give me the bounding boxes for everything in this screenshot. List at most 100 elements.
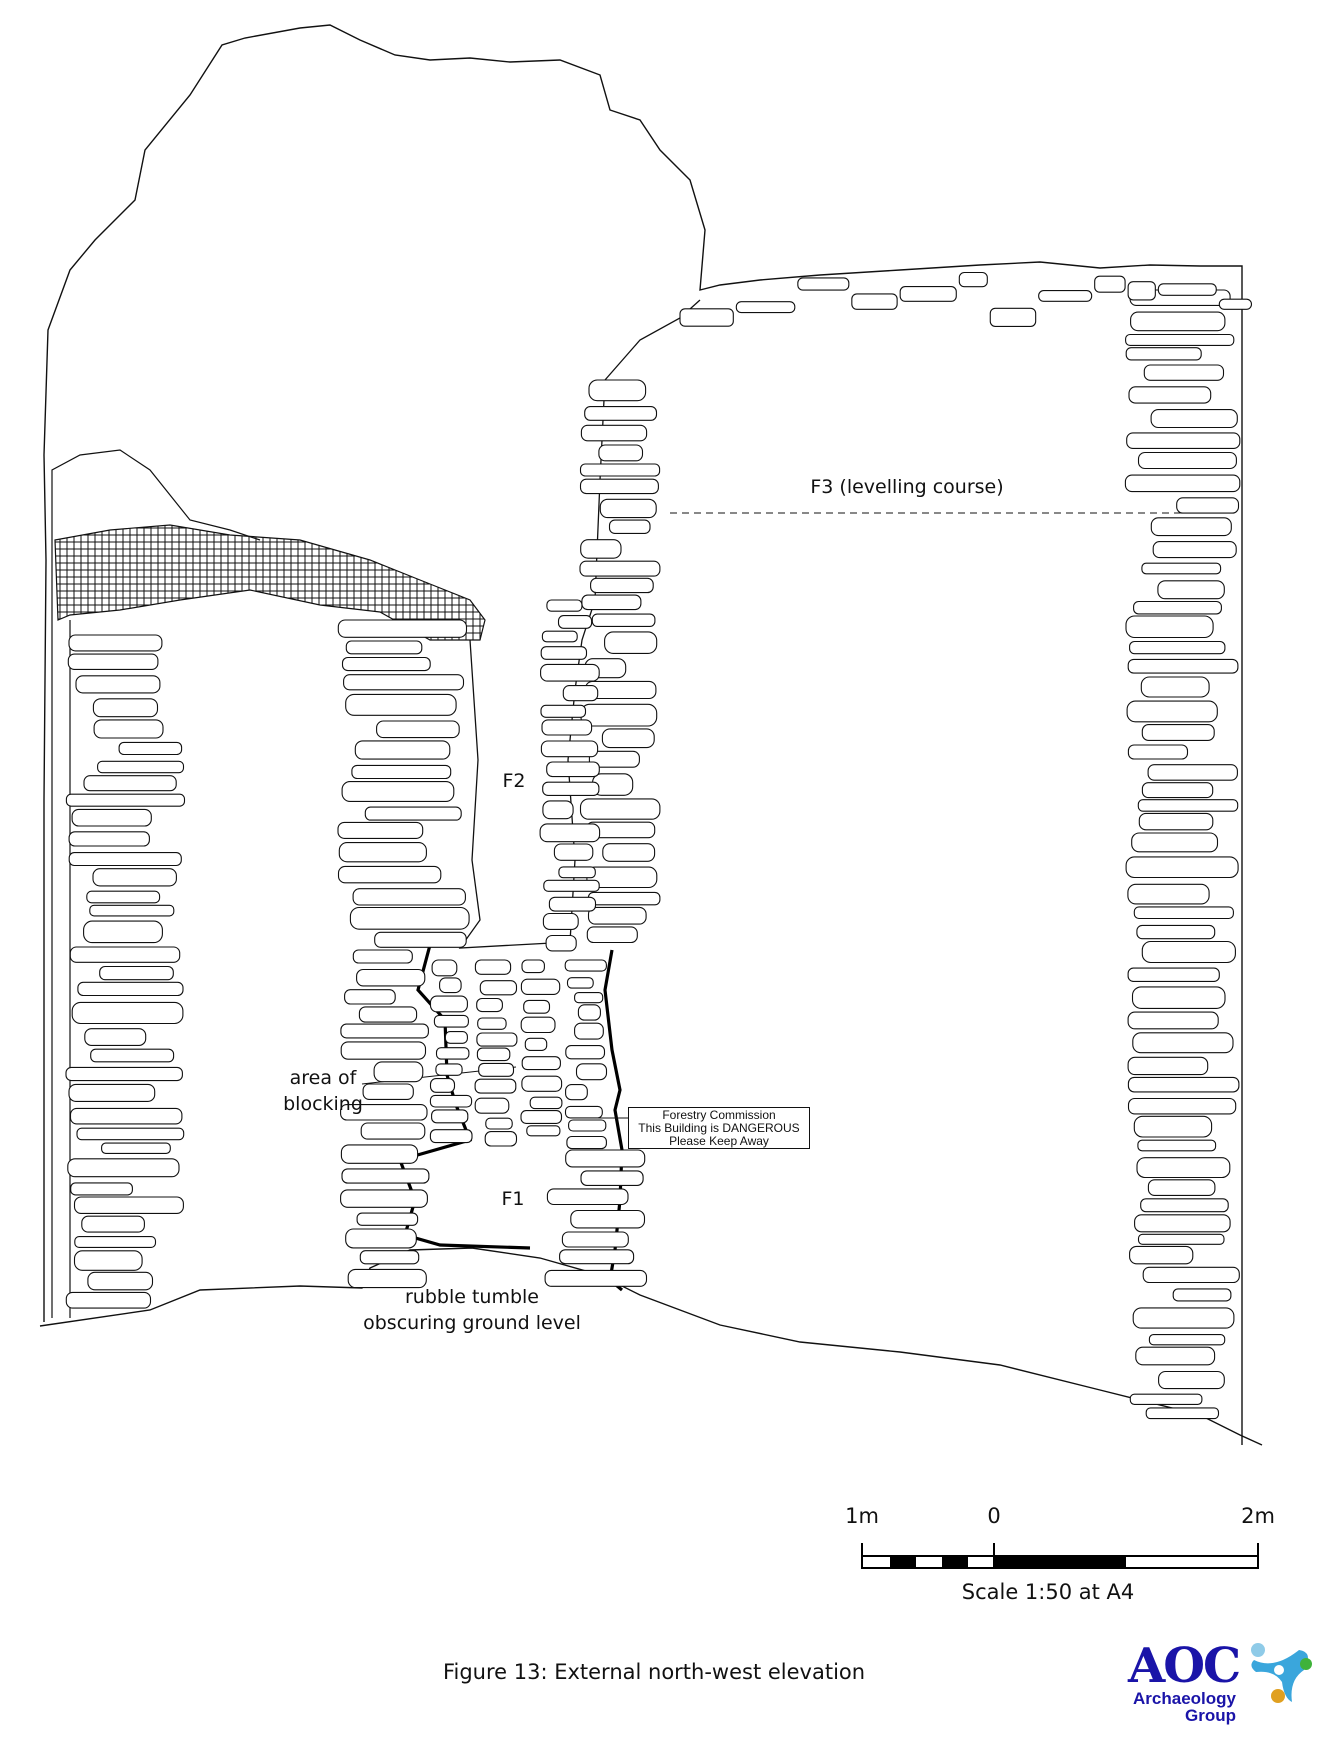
stone <box>1127 744 1189 760</box>
label-f1: F1 <box>497 1186 529 1212</box>
stone <box>433 1014 469 1028</box>
stone <box>574 1022 604 1040</box>
stone <box>546 1188 629 1206</box>
stone <box>341 1168 430 1184</box>
stone <box>118 741 183 756</box>
stone <box>557 615 593 629</box>
label-f3: F3 (levelling course) <box>810 476 1004 498</box>
stone <box>568 1119 607 1132</box>
stone <box>565 1149 646 1168</box>
stone <box>435 1063 463 1076</box>
stone <box>429 1078 456 1093</box>
stone <box>1143 364 1225 381</box>
stone <box>521 959 545 974</box>
stone <box>577 1004 601 1021</box>
stone <box>588 750 640 768</box>
stone <box>1125 856 1239 879</box>
stone <box>429 1129 473 1144</box>
stone <box>341 656 431 672</box>
stone <box>566 977 594 989</box>
stone <box>1135 1346 1216 1366</box>
logo-subtitle: Archaeology Group <box>1124 1690 1236 1724</box>
stone <box>1141 782 1214 799</box>
stone <box>526 1125 561 1137</box>
logo-line2: Group <box>1185 1706 1236 1725</box>
hatched-area <box>54 524 486 641</box>
stone <box>570 1209 646 1229</box>
label-rubble-line2: obscuring ground level <box>363 1312 581 1334</box>
stone <box>587 906 647 925</box>
stone <box>69 946 181 963</box>
stone <box>1131 832 1219 853</box>
stone <box>579 798 661 820</box>
stone <box>87 1271 154 1291</box>
stone <box>591 613 656 627</box>
stone <box>373 1061 424 1083</box>
figure-caption: Figure 13: External north-west elevation <box>442 1660 866 1684</box>
inner-wall-edge <box>51 449 261 1318</box>
stone <box>521 1056 561 1071</box>
stone <box>70 1182 133 1196</box>
stone <box>608 519 651 534</box>
stone <box>553 843 594 861</box>
stone <box>65 1291 152 1309</box>
label-area-of-blocking: area of blocking <box>283 1065 363 1117</box>
stone <box>1125 615 1214 639</box>
stone <box>347 1268 427 1289</box>
scale-bar <box>861 1543 1259 1569</box>
ruin-outline <box>43 24 1243 1445</box>
stone <box>81 1215 145 1233</box>
stone <box>899 286 957 302</box>
stone <box>444 1031 468 1044</box>
stone <box>345 1228 417 1249</box>
stone <box>529 1096 563 1110</box>
stone <box>590 577 654 594</box>
stone <box>1133 906 1234 920</box>
masonry-stones <box>65 271 1253 1420</box>
stone <box>602 843 656 862</box>
stone <box>1127 281 1156 301</box>
stone <box>337 865 442 884</box>
stone <box>337 821 424 839</box>
stone <box>523 999 551 1014</box>
stone <box>376 720 460 739</box>
stone <box>439 977 462 994</box>
stone <box>374 931 467 948</box>
stone <box>989 307 1037 327</box>
stone <box>546 761 600 778</box>
stone <box>65 793 186 807</box>
stone <box>1094 275 1126 293</box>
stone <box>429 995 468 1013</box>
stone <box>1133 600 1222 615</box>
logo-swirl-icon <box>1251 1643 1312 1703</box>
stone <box>343 674 465 691</box>
stone <box>579 478 659 495</box>
stone <box>67 653 159 670</box>
stone <box>352 888 466 906</box>
stone <box>580 424 648 442</box>
stone <box>1126 700 1218 723</box>
stone <box>84 1028 147 1046</box>
stone <box>561 1231 629 1248</box>
stone <box>474 1078 517 1094</box>
stone <box>1136 1157 1231 1179</box>
stone <box>1218 298 1253 310</box>
stone <box>520 1016 556 1034</box>
logo-aoc-text: AOC <box>1128 1638 1241 1694</box>
stone <box>474 1097 510 1114</box>
stone <box>345 640 423 655</box>
stone <box>579 560 661 577</box>
stone <box>580 1170 644 1186</box>
stone <box>679 308 734 327</box>
stone <box>1142 1266 1240 1284</box>
stone <box>1126 432 1241 449</box>
stone <box>574 992 604 1004</box>
stone <box>101 1142 171 1154</box>
stone <box>580 539 622 559</box>
stone <box>575 1063 608 1081</box>
label-rubble-tumble: rubble tumble obscuring ground level <box>363 1284 581 1336</box>
stone <box>359 1250 420 1265</box>
scale-label-0: 0 <box>987 1504 1001 1528</box>
stone <box>484 1131 518 1147</box>
